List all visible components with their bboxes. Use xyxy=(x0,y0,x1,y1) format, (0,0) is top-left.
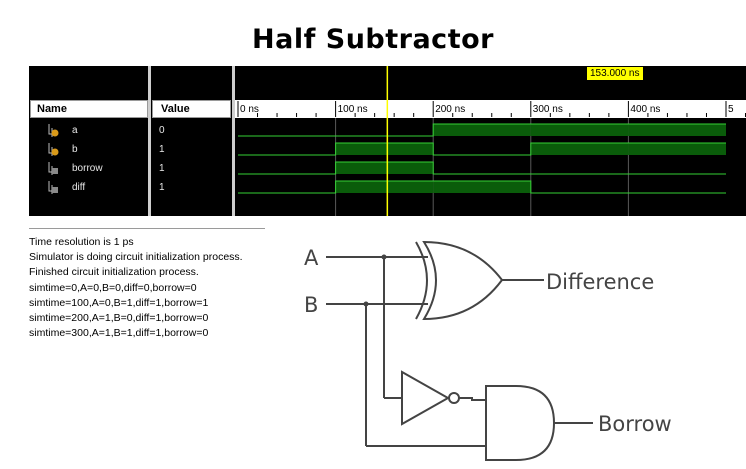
column-divider[interactable] xyxy=(148,66,151,216)
tick-label: 400 ns xyxy=(630,104,660,115)
wave-high-segment xyxy=(335,162,434,174)
signal-value: 1 xyxy=(159,182,165,193)
half-subtractor-circuit: A B Difference Borrow xyxy=(304,240,672,461)
waveform-plot: 0 ns 100 ns 200 ns 300 ns 400 ns 5 xyxy=(235,66,746,216)
signal-name: a xyxy=(72,125,78,136)
signal-value: 1 xyxy=(159,163,165,174)
borrow-label: Borrow xyxy=(598,412,672,436)
wave-high-segment xyxy=(433,181,531,193)
console-line: simtime=0,A=0,B=0,diff=0,borrow=0 xyxy=(29,281,197,294)
signal-output-icon xyxy=(48,181,58,194)
waveform-b xyxy=(238,142,726,156)
wave-high-segment xyxy=(433,124,531,136)
tick-label: 0 ns xyxy=(240,104,259,115)
tick-label: 5 xyxy=(728,104,734,115)
tick-label: 300 ns xyxy=(533,104,563,115)
waveform-viewer: Name a b borrow diff Value 0 1 1 1 0 ns 1… xyxy=(29,66,746,216)
and-gate xyxy=(485,385,556,461)
wave-high-segment xyxy=(530,124,629,136)
page-title: Half Subtractor xyxy=(252,24,494,55)
signal-name: borrow xyxy=(72,163,103,174)
console-output: Time resolution is 1 ps Simulator is doi… xyxy=(29,228,265,341)
name-column: Name a b borrow diff xyxy=(29,66,149,216)
signal-output-icon xyxy=(48,162,58,175)
cursor-time-label[interactable]: 153.000 ns xyxy=(587,67,643,80)
tick-label: 100 ns xyxy=(338,104,368,115)
wave-high-segment xyxy=(628,124,726,136)
signal-name: diff xyxy=(72,182,86,193)
waveform-borrow xyxy=(238,161,726,175)
column-divider[interactable] xyxy=(232,66,235,216)
difference-label: Difference xyxy=(546,270,654,294)
junction-dot xyxy=(363,301,369,307)
signal-name: b xyxy=(72,144,78,155)
signal-input-icon xyxy=(48,143,59,156)
not-bubble xyxy=(448,392,460,404)
waveform-area[interactable]: 0 ns 100 ns 200 ns 300 ns 400 ns 5 153.000 ns xyxy=(235,66,746,216)
input-b-label: B xyxy=(304,293,318,317)
signal-value: 1 xyxy=(159,144,165,155)
name-header[interactable]: Name xyxy=(30,100,148,118)
wave-high-segment xyxy=(628,143,726,155)
signal-value: 0 xyxy=(159,125,165,136)
wave-high-segment xyxy=(335,181,434,193)
console-line: Finished circuit initialization process. xyxy=(29,266,199,279)
console-line: Simulator is doing circuit initializatio… xyxy=(29,251,243,264)
xor-gate xyxy=(422,240,504,321)
console-line: simtime=100,A=0,B=1,diff=1,borrow=1 xyxy=(29,296,209,309)
tick-label: 200 ns xyxy=(435,104,465,115)
input-a-label: A xyxy=(304,246,319,270)
value-column: Value 0 1 1 1 xyxy=(151,66,232,216)
waveform-diff xyxy=(238,180,726,194)
console-line: simtime=300,A=1,B=1,diff=1,borrow=0 xyxy=(29,327,209,340)
time-ruler xyxy=(235,100,746,118)
wave-high-segment xyxy=(530,143,629,155)
waveform-a xyxy=(238,123,726,137)
xor-extra-curve xyxy=(415,241,428,320)
console-line: Time resolution is 1 ps xyxy=(29,236,134,248)
not-gate xyxy=(401,370,451,426)
console-line: simtime=200,A=1,B=0,diff=1,borrow=0 xyxy=(29,312,209,325)
value-header[interactable]: Value xyxy=(152,100,231,118)
wire-not-to-and xyxy=(459,397,486,401)
signal-input-icon xyxy=(48,124,59,137)
wave-high-segment xyxy=(335,143,434,155)
junction-dot xyxy=(381,254,387,260)
